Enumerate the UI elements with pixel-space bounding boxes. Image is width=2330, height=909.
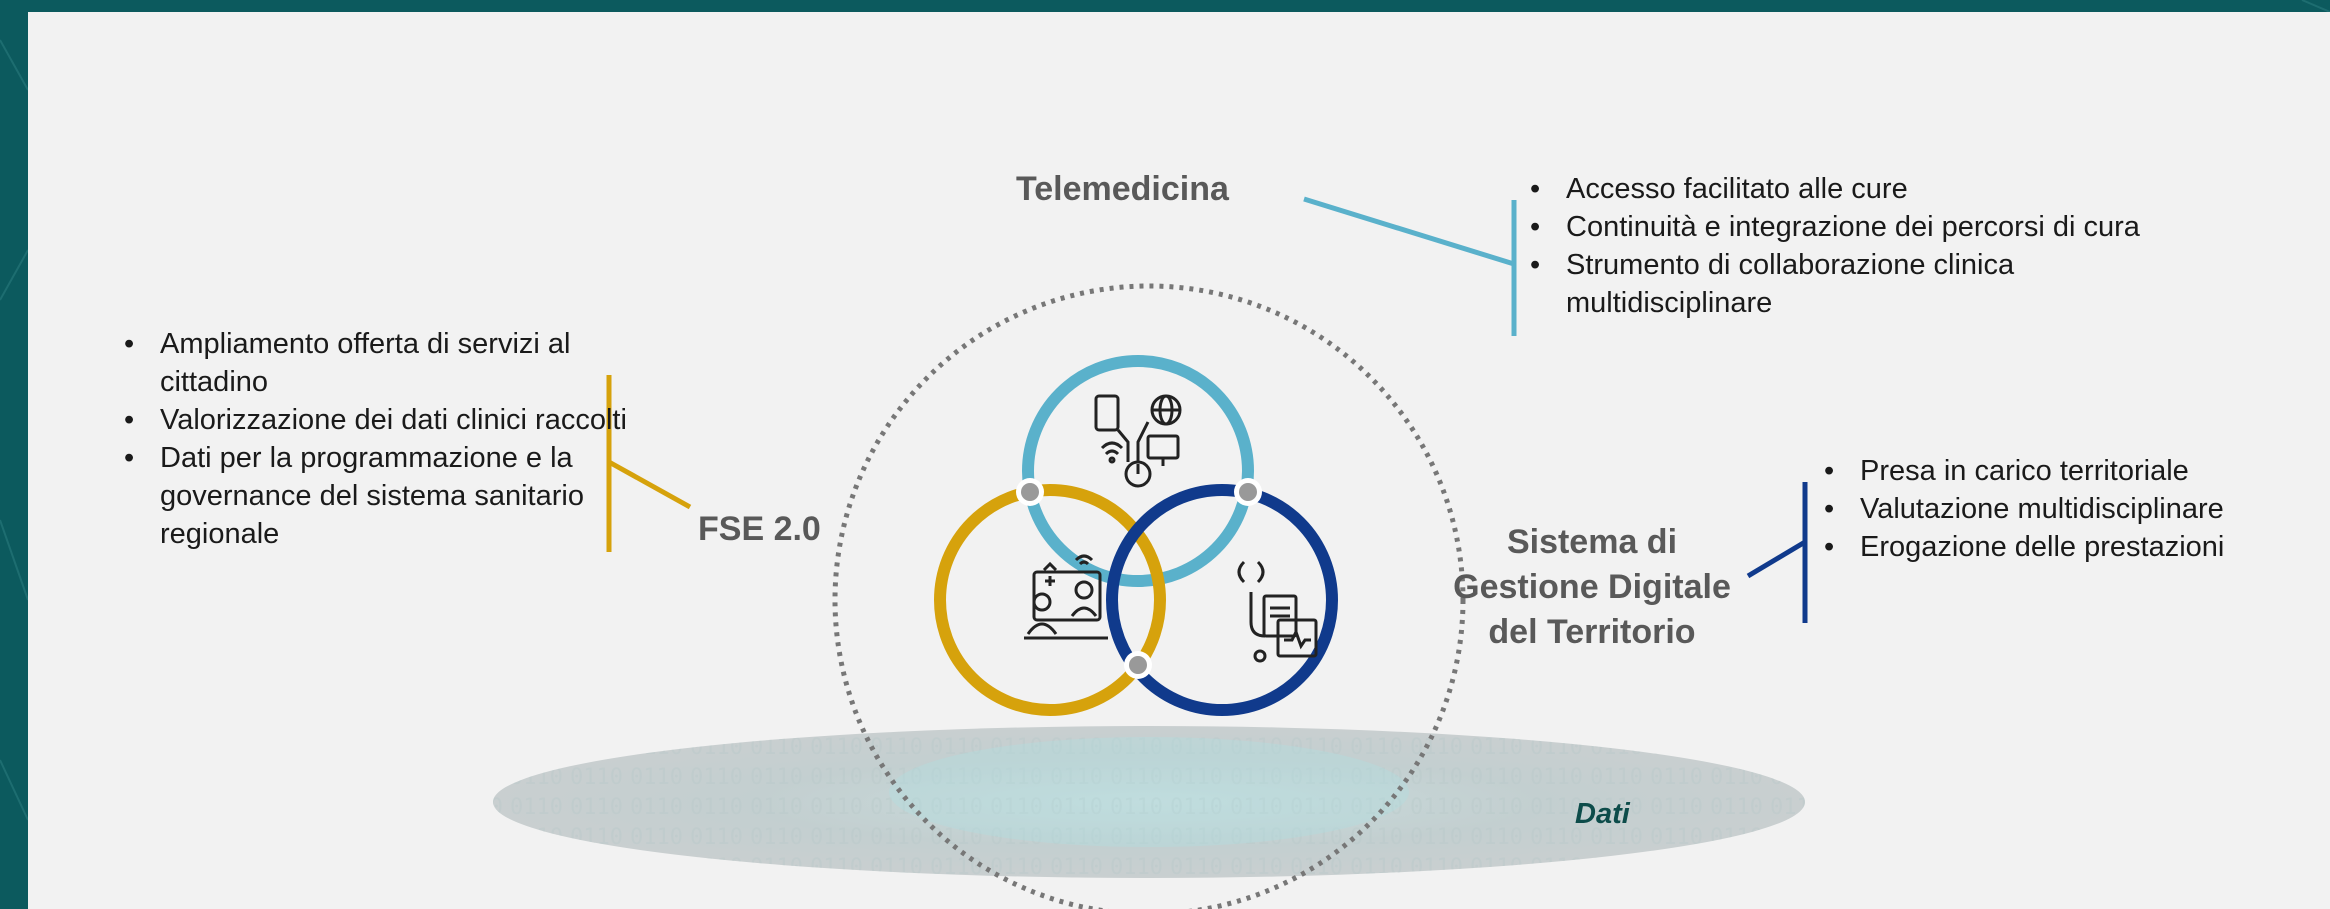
sgdt-bullet-list: Presa in carico territoriale Valutazione… [1824, 452, 2254, 566]
telemedicina-title: Telemedicina [1016, 170, 1229, 208]
data-platform-ellipse [493, 726, 1805, 878]
ring-telemedicina [1022, 355, 1254, 587]
doctor-patient-screen-icon [1024, 554, 1108, 640]
list-item: Erogazione delle prestazioni [1824, 528, 2254, 566]
sgdt-title-line: Sistema di [1506, 523, 1678, 561]
ring-sgdt [1106, 484, 1338, 716]
telemedicine-devices-icon [1094, 394, 1182, 488]
fse-bullet-list: Ampliamento offerta di servizi al cittad… [124, 325, 644, 553]
sgdt-title: Sistema di Gestione Digitale del Territo… [1442, 520, 1742, 655]
list-item: Continuità e integrazione dei percorsi d… [1530, 208, 2150, 246]
stethoscope-records-icon [1237, 560, 1318, 663]
dati-label: Dati [1575, 798, 1630, 830]
connector-sgdt [1746, 482, 1808, 623]
diagram-graphics: 0110 [493, 196, 1808, 909]
list-item: Valutazione multidisciplinare [1824, 490, 2254, 528]
list-item: Accesso facilitato alle cure [1530, 170, 2150, 208]
sgdt-title-line: Gestione Digitale [1453, 568, 1731, 606]
fse-title: FSE 2.0 [698, 510, 821, 548]
ring-fse [934, 484, 1166, 716]
list-item: Dati per la programmazione e la governan… [124, 439, 644, 553]
connector-telemedicina [1303, 196, 1517, 336]
list-item: Presa in carico territoriale [1824, 452, 2254, 490]
sgdt-title-line: del Territorio [1488, 613, 1696, 651]
list-item: Ampliamento offerta di servizi al cittad… [124, 325, 644, 401]
ring-connector-dots [1016, 478, 1262, 679]
dashed-enclosing-circle [832, 283, 1466, 909]
list-item: Strumento di collaborazione clinica mult… [1530, 246, 2150, 322]
list-item: Valorizzazione dei dati clinici raccolti [124, 401, 644, 439]
telemedicina-bullet-list: Accesso facilitato alle cure Continuità … [1530, 170, 2150, 322]
slide-canvas: 0110 [28, 12, 2330, 909]
